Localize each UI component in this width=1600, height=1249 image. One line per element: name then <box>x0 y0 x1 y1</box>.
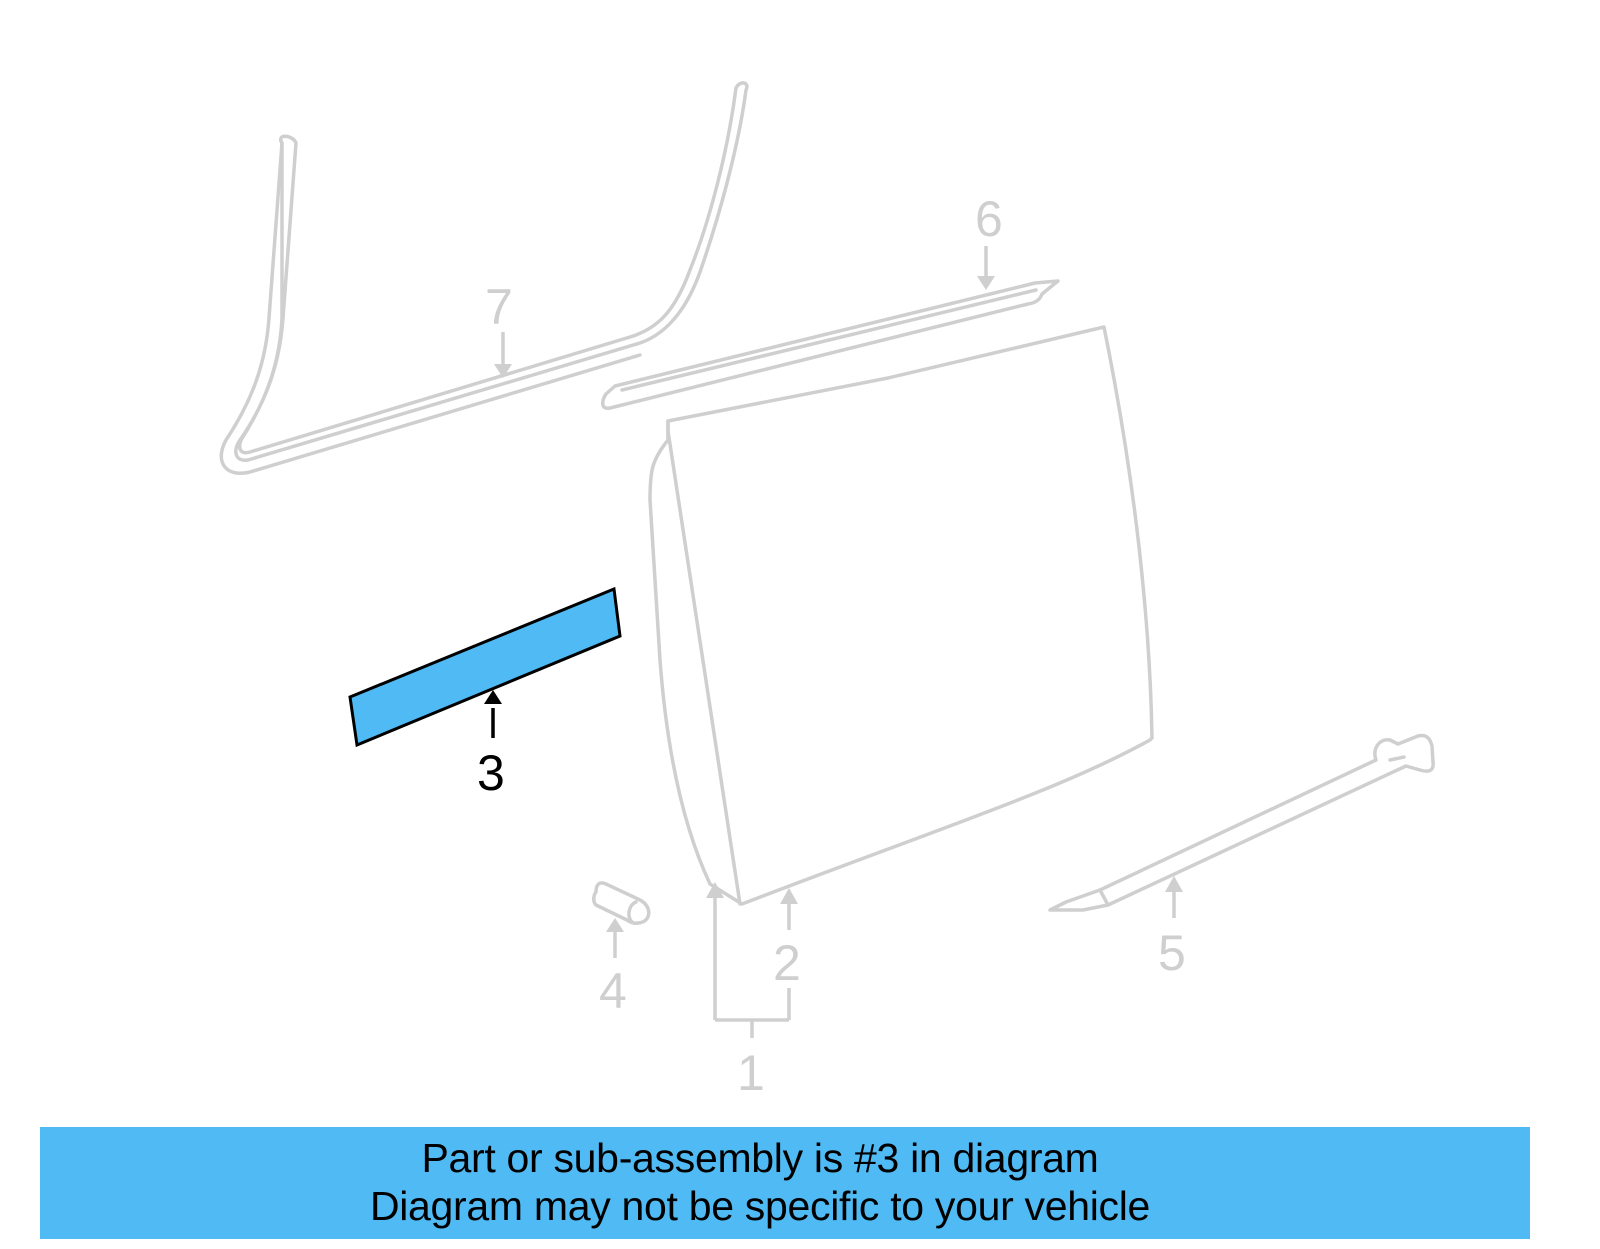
callout-3-label[interactable]: 3 <box>477 745 505 801</box>
callout-7-arrow-icon <box>494 364 512 378</box>
callout-6-label: 6 <box>975 191 1003 247</box>
callout-7-label: 7 <box>485 279 513 335</box>
callout-2-arrow-icon <box>780 888 798 904</box>
part-6-belt-moulding <box>601 279 1060 410</box>
callout-2-label: 2 <box>773 935 801 991</box>
part-2-door-shell <box>648 325 1154 906</box>
callout-6-arrow-icon <box>977 276 995 290</box>
callout-1-bracket <box>713 896 791 1038</box>
callout-5-arrow-icon <box>1165 876 1183 892</box>
banner-part-info: Part or sub-assembly is #3 in diagram <box>421 1135 1099 1181</box>
part-4-clip <box>592 881 651 925</box>
callout-1-arrow-icon <box>706 882 724 898</box>
info-banner: Part or sub-assembly is #3 in diagram Di… <box>40 1127 1530 1239</box>
callout-5-label: 5 <box>1158 925 1186 981</box>
part-5-rocker-moulding <box>1048 733 1435 912</box>
part-7-weatherstrip <box>219 81 749 475</box>
part-3-moulding-highlighted[interactable] <box>348 586 622 748</box>
callout-4-label: 4 <box>599 963 627 1019</box>
callout-3-arrow-icon <box>484 690 502 704</box>
banner-disclaimer: Diagram may not be specific to your vehi… <box>369 1183 1151 1229</box>
callout-4-arrow-icon <box>606 918 624 932</box>
callout-1-label: 1 <box>737 1045 765 1101</box>
